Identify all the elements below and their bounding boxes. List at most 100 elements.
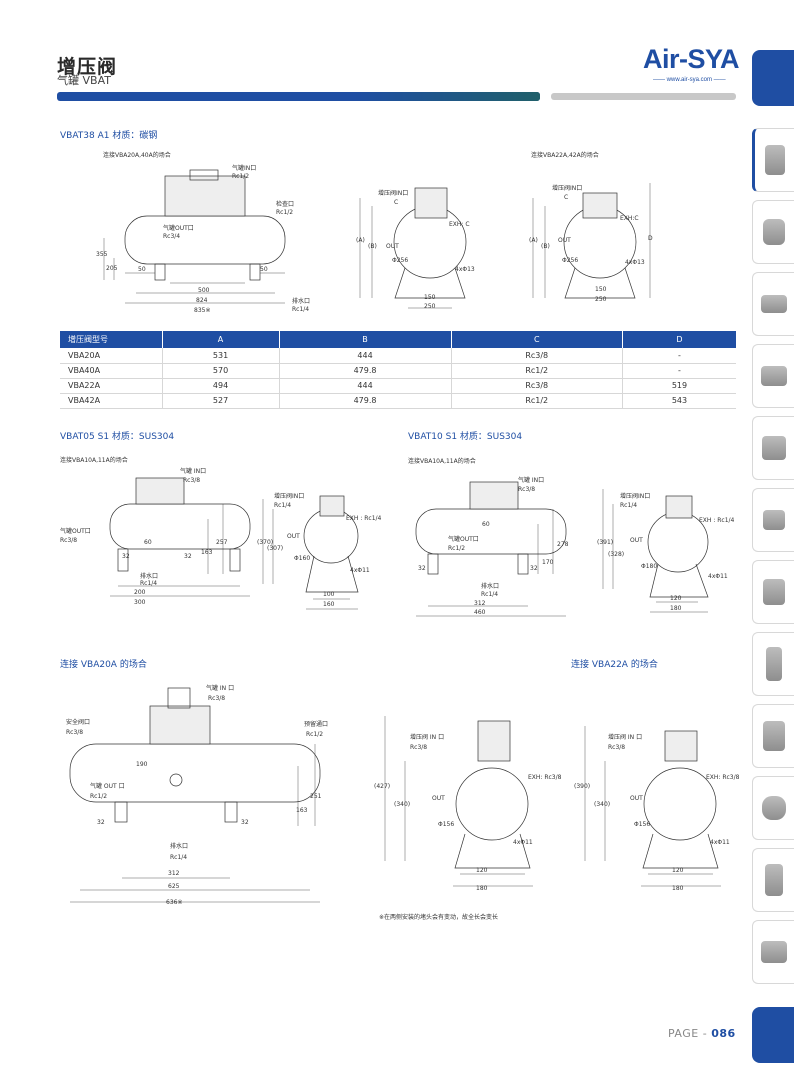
brand-url: —— www.air-sya.com ——	[653, 77, 726, 83]
table-cell: VBA20A	[60, 348, 163, 364]
s4-valve-in-port: Rc3/8	[410, 744, 427, 751]
s4-d340: (340)	[394, 801, 410, 808]
s1-drain: 排水口	[292, 297, 310, 305]
side-tab-elbow[interactable]	[752, 344, 794, 408]
side-tab-fitting[interactable]	[752, 272, 794, 336]
s1-dim-50a: 50	[138, 266, 146, 273]
s4-d390: (390)	[574, 783, 590, 790]
s2-drain-port: Rc1/4	[140, 580, 157, 587]
s1-dim-50b: 50	[260, 266, 268, 273]
page-prefix: PAGE -	[668, 1027, 712, 1040]
s3-drain: 排水口	[481, 582, 499, 590]
s1-d: D	[648, 235, 653, 242]
side-tab-filter[interactable]	[752, 200, 794, 264]
table-cell: Rc1/2	[451, 393, 623, 409]
corner-tab	[752, 50, 794, 106]
s1-dim-205: 205	[106, 265, 118, 272]
s1-valve-in: 增压阀IN口	[378, 189, 408, 197]
s1-phi256-2: Φ256	[562, 257, 578, 264]
s3-tank-out: 气罐OUT口	[448, 535, 479, 543]
s3-dim-460: 460	[474, 609, 486, 616]
side-tab-block[interactable]	[752, 488, 794, 552]
s1-b: (B)	[368, 243, 377, 250]
s1-c-2: C	[564, 194, 568, 201]
elbow-icon	[760, 366, 787, 386]
side-tab-booster-valve[interactable]	[752, 128, 794, 192]
table-cell: 519	[622, 378, 736, 394]
side-tab-manifold[interactable]	[752, 704, 794, 768]
s3-dim-32b: 32	[530, 565, 538, 572]
section3-title: VBAT10 S1 材质：SUS304	[408, 432, 523, 442]
s2-tank-in: 气罐 IN口	[180, 467, 206, 475]
section1-note-right: 连接VBA22A,42A的场合	[531, 152, 599, 159]
section4-title-right: 连接 VBA22A 的场合	[571, 660, 658, 670]
s4-drain-port: Rc1/4	[170, 854, 187, 861]
regulator-icon	[765, 647, 782, 681]
s4-d340b: (340)	[594, 801, 610, 808]
page-number: PAGE - 086	[668, 1027, 736, 1040]
s2-drain: 排水口	[140, 572, 158, 580]
s1-tank-out-port: Rc3/4	[163, 233, 180, 240]
s2-valve-in: 增压阀IN口	[274, 492, 304, 500]
s3-dim-170: 170	[542, 559, 554, 566]
side-tab-cylinder[interactable]	[752, 416, 794, 480]
s4-dim-180-2: 180	[672, 885, 684, 892]
booster-valve-icon	[764, 145, 785, 175]
cylinder-icon	[761, 436, 786, 460]
s3-d391: (391)	[597, 539, 613, 546]
section1-drawings: 气罐IN口 Rc1/2 检查口 Rc1/2 气罐OUT口 Rc3/4 355 2…	[96, 164, 653, 314]
s4-phi: Φ156	[438, 821, 454, 828]
table-header: A	[162, 331, 280, 348]
s4-dim-32a: 32	[97, 819, 105, 826]
s2-dim-257: 257	[216, 539, 228, 546]
s4-exh-2: EXH: Rc3/8	[706, 774, 740, 781]
s1-tank-in-port: Rc1/2	[232, 173, 249, 180]
s1-tank-out: 气罐OUT口	[163, 224, 194, 232]
page-title: 增压阀	[57, 56, 118, 78]
side-tab-regulator[interactable]	[752, 632, 794, 696]
s1-exh-2: EXH:C	[620, 215, 639, 222]
s3-tank-in: 气罐 IN口	[518, 476, 544, 484]
s4-dim-32b: 32	[241, 819, 249, 826]
s4-dim-120-2: 120	[672, 867, 684, 874]
s4-exh: EXH: Rc3/8	[528, 774, 562, 781]
unit-icon	[760, 941, 787, 963]
table-cell: 543	[622, 393, 736, 409]
vba20a-tank-body	[69, 743, 321, 803]
side-tab-actuator[interactable]	[752, 560, 794, 624]
actuator-icon	[762, 579, 785, 605]
side-tab-unit[interactable]	[752, 920, 794, 984]
s4-reserve: 预留通口	[304, 720, 328, 728]
header-bar-accent	[355, 92, 540, 101]
s1-holes: 4xΦ13	[455, 266, 475, 273]
section2-3-drawings: 气罐 IN口 Rc3/8 气罐OUT口 Rc3/8 60 32 32 163 2…	[60, 467, 735, 617]
table-cell: 570	[162, 363, 280, 379]
vbat10-tank-body	[415, 508, 567, 555]
vbat05-tank-body	[109, 503, 251, 550]
brand-logo: Air-SYA	[643, 44, 740, 74]
s1-phi256: Φ256	[392, 257, 408, 264]
s4-valve-in-2: 增压阀 IN 口	[608, 733, 642, 741]
s2-d307: (307)	[267, 545, 283, 552]
s3-phi: Φ180	[641, 563, 657, 570]
table-cell: VBA40A	[60, 363, 163, 379]
side-tab-strainer[interactable]	[752, 848, 794, 912]
page-number-value: 086	[711, 1027, 736, 1040]
filter-icon	[762, 219, 785, 245]
side-tab-pipe[interactable]	[752, 776, 794, 840]
footnote: ※在两侧安装的堵头会有变动，故全长会变长	[379, 914, 499, 921]
s4-dim-190: 190	[136, 761, 148, 768]
s3-dim-32a: 32	[418, 565, 426, 572]
table-cell: Rc3/8	[451, 378, 623, 394]
s1-c: C	[394, 199, 398, 206]
s1-dim-250: 250	[424, 303, 436, 310]
s3-d328: (328)	[608, 551, 624, 558]
s2-tank-out: 气罐OUT口	[60, 527, 91, 535]
s1-b-2: (B)	[541, 243, 550, 250]
s3-valve-in-port: Rc1/4	[620, 502, 637, 509]
strainer-icon	[764, 864, 783, 896]
table-header: C	[451, 331, 623, 348]
header-bar-gray	[551, 93, 736, 100]
